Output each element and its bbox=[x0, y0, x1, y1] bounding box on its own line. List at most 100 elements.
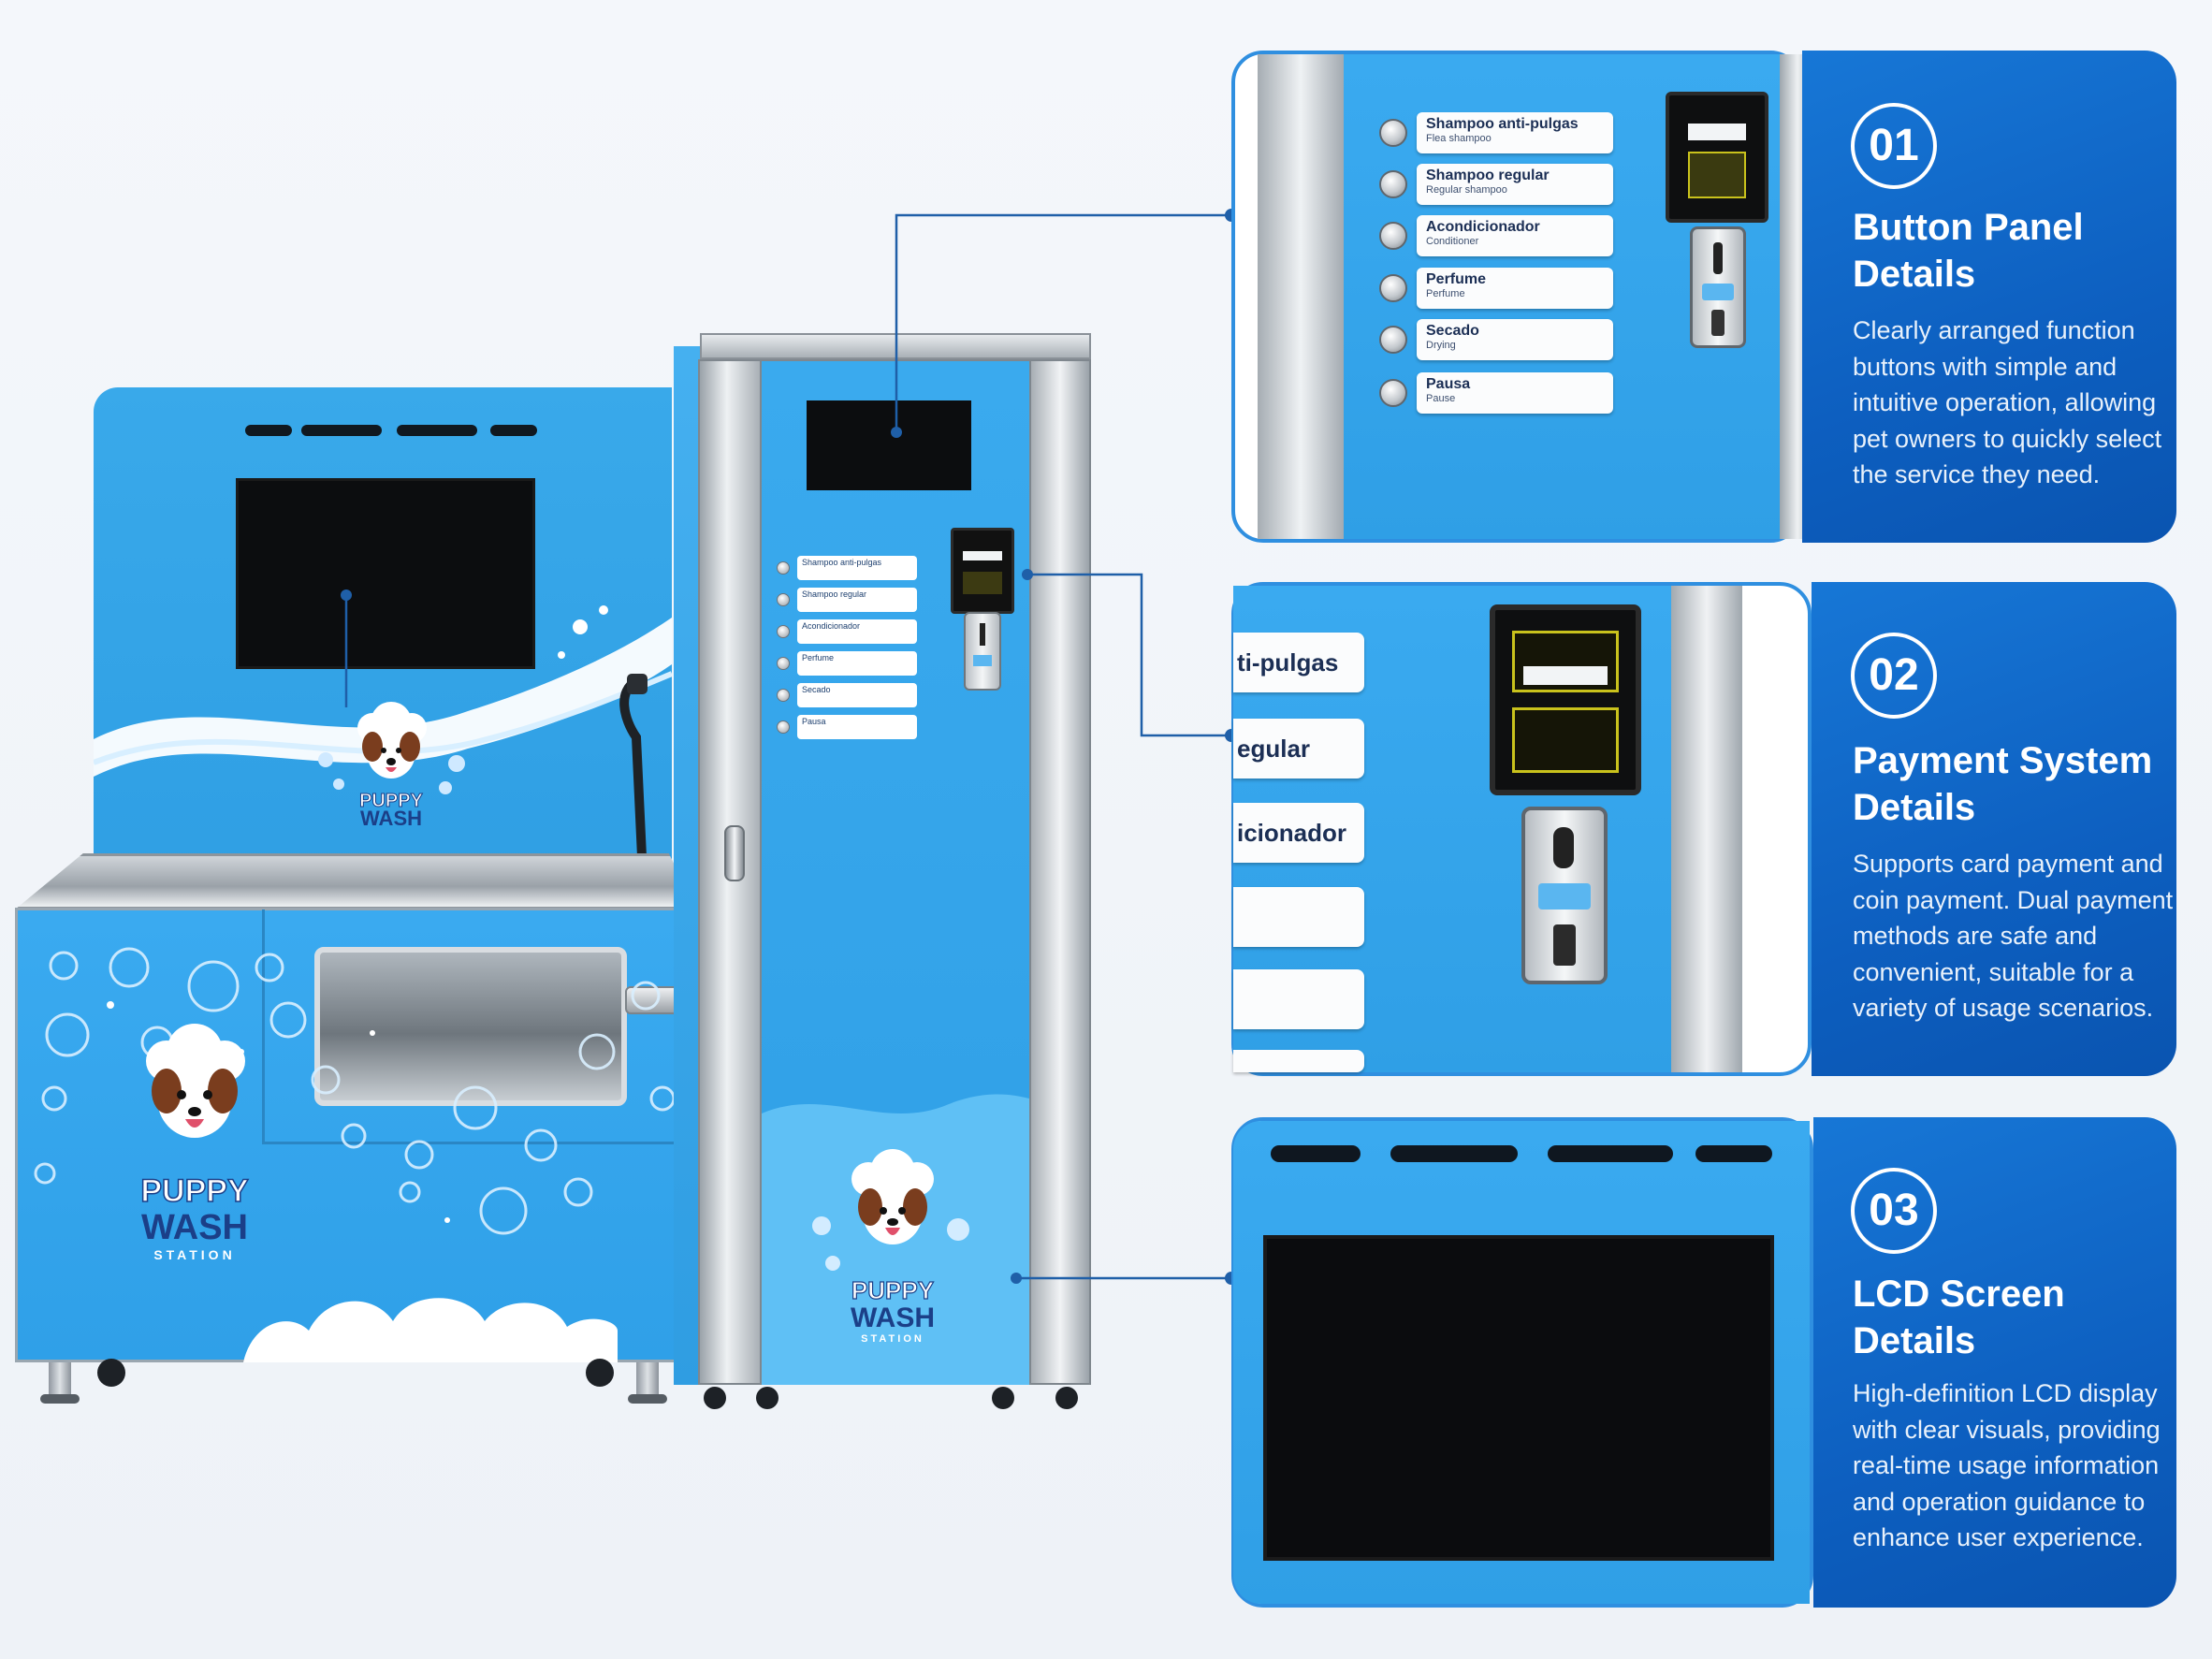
button-label-sub: Regular shampoo bbox=[1426, 184, 1507, 196]
service-button-perfume[interactable]: Perfume Perfume bbox=[1379, 268, 1613, 309]
button-knob[interactable] bbox=[1379, 222, 1407, 250]
coin-acceptor[interactable] bbox=[964, 612, 1001, 691]
button-knob[interactable] bbox=[777, 561, 790, 575]
caster-wheel bbox=[992, 1387, 1014, 1409]
tub-leg bbox=[49, 1362, 71, 1396]
service-button-pause[interactable]: Pausa Pause bbox=[1379, 372, 1613, 414]
service-button[interactable]: Pausa bbox=[777, 715, 917, 739]
coin-acceptor[interactable] bbox=[1690, 226, 1746, 348]
service-button-shampoo-regular[interactable]: Shampoo regular Regular shampoo bbox=[1379, 164, 1613, 205]
button-label: Shampoo anti-pulgas Flea shampoo bbox=[1417, 112, 1613, 153]
tub-leg bbox=[636, 1362, 659, 1396]
service-button[interactable]: Secado bbox=[777, 683, 917, 707]
callout-title: Button Panel Details bbox=[1853, 207, 2084, 295]
button-knob[interactable] bbox=[777, 657, 790, 670]
zoomed-button-label bbox=[1233, 969, 1364, 1029]
cabinet-stainless-rail bbox=[1029, 359, 1091, 1385]
service-button[interactable]: Perfume bbox=[777, 651, 917, 676]
vent-slot bbox=[397, 425, 477, 436]
vent-slot bbox=[301, 425, 382, 436]
button-label-main: Shampoo regular bbox=[1426, 167, 1550, 183]
button-label-sub: Drying bbox=[1426, 340, 1456, 351]
logo-text-puppy: PUPPY bbox=[140, 1173, 249, 1209]
card-reader[interactable] bbox=[1490, 604, 1641, 795]
tub-foot bbox=[628, 1394, 667, 1404]
callout-number: 03 bbox=[1851, 1168, 1937, 1254]
tub-door-seam bbox=[262, 910, 265, 1143]
coin-slot bbox=[1553, 827, 1574, 868]
coin-slot bbox=[1713, 242, 1723, 274]
button-knob[interactable] bbox=[777, 689, 790, 702]
logo-text-puppy: PUPPY bbox=[851, 1276, 934, 1304]
service-button-conditioner[interactable]: Acondicionador Conditioner bbox=[1379, 215, 1613, 256]
button-knob[interactable] bbox=[1379, 274, 1407, 302]
callout-03-panel: 03 LCD Screen Details High-definition LC… bbox=[1813, 1117, 2176, 1608]
button-knob[interactable] bbox=[1379, 170, 1407, 198]
water-swoosh-graphic bbox=[94, 605, 672, 777]
coin-return-slot bbox=[1711, 310, 1724, 336]
callout-title: LCD Screen Details bbox=[1853, 1273, 2065, 1361]
button-label: Secado bbox=[797, 683, 917, 707]
vent-slot bbox=[490, 425, 537, 436]
vent-slot bbox=[245, 425, 292, 436]
service-button[interactable]: Shampoo anti-pulgas bbox=[777, 556, 917, 580]
service-button-drying[interactable]: Secado Drying bbox=[1379, 319, 1613, 360]
zoomed-button-label: egular bbox=[1233, 719, 1364, 779]
button-knob[interactable] bbox=[1379, 379, 1407, 407]
stainless-rail bbox=[1671, 586, 1742, 1072]
tub-door-seam bbox=[262, 1142, 694, 1144]
button-knob[interactable] bbox=[777, 625, 790, 638]
button-label: Acondicionador Conditioner bbox=[1417, 215, 1613, 256]
service-button[interactable]: Shampoo regular bbox=[777, 588, 917, 612]
button-label: Acondicionador bbox=[797, 619, 917, 644]
button-knob[interactable] bbox=[1379, 326, 1407, 354]
caster-wheel bbox=[756, 1387, 779, 1409]
coin-acceptor[interactable] bbox=[1521, 807, 1608, 984]
logo-text-wash: WASH bbox=[851, 1302, 935, 1333]
puppy-wash-logo: PUPPY WASH bbox=[318, 702, 465, 830]
caster-wheel bbox=[1055, 1387, 1078, 1409]
vent-slot bbox=[1390, 1145, 1518, 1162]
vent-slot bbox=[1271, 1145, 1361, 1162]
button-label: Shampoo anti-pulgas bbox=[797, 556, 917, 580]
service-button[interactable]: Acondicionador bbox=[777, 619, 917, 644]
card-slot bbox=[963, 551, 1002, 560]
card-reader[interactable] bbox=[951, 528, 1014, 614]
button-knob[interactable] bbox=[777, 593, 790, 606]
button-label-sub: Conditioner bbox=[1426, 236, 1479, 247]
button-label: Pausa Pause bbox=[1417, 372, 1613, 414]
button-label: Pausa bbox=[797, 715, 917, 739]
card-reader-light bbox=[963, 572, 1002, 594]
service-button-shampoo-flea[interactable]: Shampoo anti-pulgas Flea shampoo bbox=[1379, 112, 1613, 153]
callout-02-panel: 02 Payment System Details Supports card … bbox=[1812, 582, 2176, 1076]
button-label-sub: Pause bbox=[1426, 393, 1456, 404]
button-label: Perfume Perfume bbox=[1417, 268, 1613, 309]
cabinet-wave-graphic: PUPPY WASH STATION bbox=[762, 1094, 1029, 1385]
tub-foot bbox=[40, 1394, 80, 1404]
button-label: Shampoo regular bbox=[797, 588, 917, 612]
callout-description: Supports card payment and coin payment. … bbox=[1853, 850, 2174, 1022]
caster-wheel bbox=[97, 1359, 125, 1387]
button-label: Shampoo regular Regular shampoo bbox=[1417, 164, 1613, 205]
card-slot bbox=[1688, 124, 1746, 140]
callout-01-panel: 01 Button Panel Details Clearly arranged… bbox=[1802, 51, 2176, 543]
stainless-rail bbox=[1258, 54, 1344, 539]
zoomed-button-label bbox=[1233, 1050, 1364, 1072]
button-knob[interactable] bbox=[777, 720, 790, 734]
logo-text-wash: WASH bbox=[141, 1208, 248, 1247]
cabinet-door-handle[interactable] bbox=[724, 825, 745, 881]
button-knob[interactable] bbox=[1379, 119, 1407, 147]
button-label: Perfume bbox=[797, 651, 917, 676]
button-label-sub: Flea shampoo bbox=[1426, 133, 1492, 144]
callout-number: 01 bbox=[1851, 103, 1937, 189]
callout-description: High-definition LCD display with clear v… bbox=[1853, 1379, 2161, 1551]
card-reader[interactable] bbox=[1666, 92, 1768, 223]
bubbles-decoration: PUPPY WASH STATION bbox=[34, 947, 676, 1262]
zoomed-button-label: ti-pulgas bbox=[1233, 633, 1364, 692]
button-label: Secado Drying bbox=[1417, 319, 1613, 360]
tub-rim bbox=[15, 853, 696, 910]
button-label-sub: Perfume bbox=[1426, 288, 1465, 299]
foam-graphic bbox=[243, 1298, 618, 1362]
zoomed-button-label bbox=[1233, 887, 1364, 947]
callout-description: Clearly arranged function buttons with s… bbox=[1853, 316, 2162, 488]
